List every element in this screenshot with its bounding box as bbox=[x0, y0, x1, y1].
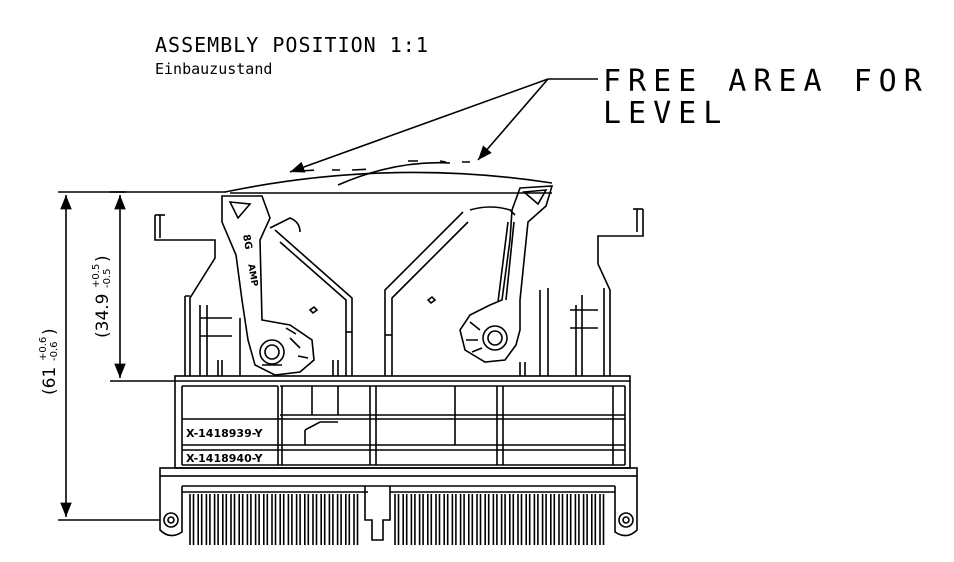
pin bbox=[394, 494, 400, 545]
housing-right-upper bbox=[384, 206, 644, 376]
dim-lever-label: (34.9 +0.5 -0.5 ) bbox=[91, 255, 113, 338]
dim-total-tol-minus: -0.6 bbox=[49, 341, 60, 361]
dimension-total bbox=[58, 191, 226, 521]
lever-marking-1: 8G bbox=[240, 234, 253, 251]
dim-total-label: (61 +0.6 -0.6 ) bbox=[38, 328, 60, 395]
pin bbox=[279, 494, 285, 545]
dim-total-value: (61 bbox=[40, 367, 60, 395]
pin bbox=[263, 494, 269, 545]
pin bbox=[550, 494, 556, 545]
pin bbox=[205, 494, 211, 545]
pin bbox=[443, 494, 449, 545]
lever-marking-group: 8G AMP bbox=[240, 234, 259, 288]
lever-marking-2: AMP bbox=[245, 263, 259, 287]
pin bbox=[427, 494, 433, 545]
dim-lever-value: (34.9 bbox=[93, 294, 113, 338]
pin bbox=[533, 494, 539, 545]
pin bbox=[304, 494, 310, 545]
dim-lever-tol-plus: +0.5 bbox=[91, 264, 102, 288]
pin bbox=[402, 494, 408, 545]
pin bbox=[238, 494, 244, 545]
connector-pins bbox=[189, 494, 605, 545]
pin bbox=[328, 494, 334, 545]
pin bbox=[213, 494, 219, 545]
pin bbox=[541, 494, 547, 545]
pin bbox=[459, 494, 465, 545]
pin bbox=[599, 494, 605, 545]
lever-left bbox=[221, 195, 315, 376]
pin bbox=[558, 494, 564, 545]
pin bbox=[295, 494, 301, 545]
pin bbox=[222, 494, 228, 545]
pin bbox=[484, 494, 490, 545]
pin bbox=[435, 494, 441, 545]
pin bbox=[451, 494, 457, 545]
dim-lever-close: ) bbox=[93, 255, 113, 262]
pin bbox=[312, 494, 318, 545]
pin bbox=[476, 494, 482, 545]
pin bbox=[500, 494, 506, 545]
pin bbox=[418, 494, 424, 545]
free-area-note-line2: LEVEL bbox=[603, 96, 729, 131]
pin bbox=[254, 494, 260, 545]
pin bbox=[582, 494, 588, 545]
dim-total-tol-plus: +0.6 bbox=[38, 337, 49, 361]
dim-total-close: ) bbox=[40, 328, 60, 335]
lever-right bbox=[459, 185, 554, 363]
connector-body bbox=[174, 375, 631, 469]
pin bbox=[246, 494, 252, 545]
pin bbox=[287, 494, 293, 545]
dim-lever-tol-minus: -0.5 bbox=[102, 268, 113, 288]
pin bbox=[410, 494, 416, 545]
pin bbox=[197, 494, 203, 545]
pin bbox=[271, 494, 277, 545]
dimension-lever bbox=[110, 191, 176, 382]
pin bbox=[345, 494, 351, 545]
pin bbox=[336, 494, 342, 545]
pin bbox=[492, 494, 498, 545]
pin bbox=[230, 494, 236, 545]
drawing-subtitle: Einbauzustand bbox=[155, 60, 273, 78]
pin bbox=[509, 494, 515, 545]
pin bbox=[591, 494, 597, 545]
part-label-1: X-1418939-Y bbox=[186, 427, 264, 440]
housing-left-upper bbox=[154, 214, 353, 376]
pin bbox=[517, 494, 523, 545]
leader-lines bbox=[289, 78, 598, 173]
pin bbox=[353, 494, 359, 545]
connector-base bbox=[159, 467, 638, 541]
pin bbox=[566, 494, 572, 545]
drawing-title: ASSEMBLY POSITION 1:1 bbox=[155, 33, 429, 57]
pin bbox=[574, 494, 580, 545]
pin bbox=[525, 494, 531, 545]
pin bbox=[320, 494, 326, 545]
part-label-2: X-1418940-Y bbox=[186, 452, 264, 465]
pin bbox=[189, 494, 195, 545]
free-area-arcs bbox=[224, 160, 553, 193]
free-area-note-line1: FREE AREA FOR bbox=[603, 64, 929, 99]
pin bbox=[468, 494, 474, 545]
